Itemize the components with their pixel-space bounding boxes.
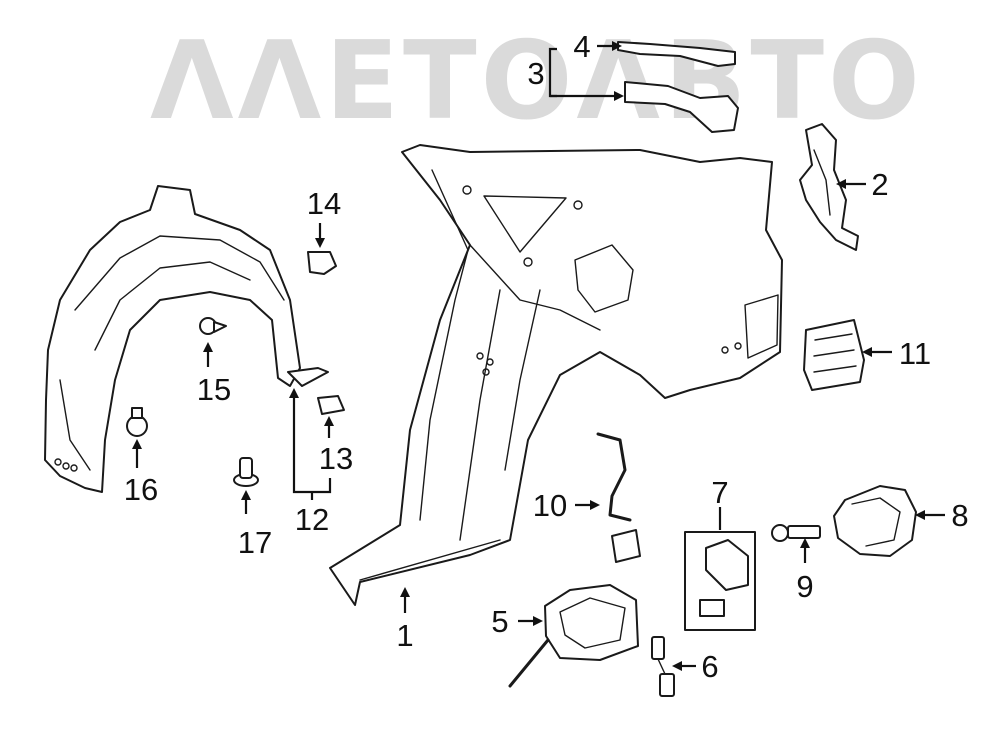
fuel-housing-part-5[interactable] bbox=[508, 584, 639, 688]
callout-1: 1 bbox=[396, 618, 413, 653]
bracket-part-2[interactable] bbox=[799, 123, 859, 251]
bolt-part-16[interactable] bbox=[126, 407, 148, 437]
callout-9: 9 bbox=[796, 569, 813, 604]
kit-box-part-7[interactable] bbox=[684, 531, 756, 631]
screw-part-15[interactable] bbox=[199, 317, 227, 335]
callout-7: 7 bbox=[711, 475, 728, 510]
watermark-text: ΛΛΕΤΟΛΒΤΟ bbox=[150, 19, 924, 144]
callout-14: 14 bbox=[307, 186, 341, 221]
callout-10: 10 bbox=[533, 488, 567, 523]
reinforcement-part-3[interactable] bbox=[624, 81, 739, 133]
harness-part-10[interactable] bbox=[596, 432, 641, 563]
callout-8: 8 bbox=[951, 498, 968, 533]
callout-13: 13 bbox=[319, 441, 353, 476]
clip-part-17[interactable] bbox=[233, 457, 259, 487]
callout-12: 12 bbox=[295, 502, 329, 537]
bolt-part-9[interactable] bbox=[771, 524, 821, 542]
cover-part-11[interactable] bbox=[803, 319, 865, 391]
watermark-logo: ΛΛΕΤΟΛΒΤΟ bbox=[150, 19, 924, 144]
callout-15: 15 bbox=[197, 372, 231, 407]
callout-3: 3 bbox=[527, 56, 544, 91]
clip-part-13[interactable] bbox=[317, 395, 345, 415]
leader-lines bbox=[132, 41, 945, 671]
callout-16: 16 bbox=[124, 472, 158, 507]
clip-part-14[interactable] bbox=[307, 251, 337, 275]
reinforcement-part-4[interactable] bbox=[617, 41, 736, 67]
callout-labels: 1 2 3 4 5 6 7 8 9 10 11 12 13 14 15 16 1… bbox=[124, 29, 969, 684]
wheel-liner-part[interactable] bbox=[44, 185, 329, 493]
callout-5: 5 bbox=[491, 604, 508, 639]
callout-17: 17 bbox=[238, 525, 272, 560]
callout-6: 6 bbox=[701, 649, 718, 684]
fuel-door-part-8[interactable] bbox=[833, 485, 917, 557]
quarter-panel-part[interactable] bbox=[329, 144, 783, 606]
cable-part-6[interactable] bbox=[651, 636, 675, 697]
callout-2: 2 bbox=[871, 167, 888, 202]
callout-4: 4 bbox=[573, 29, 590, 64]
callout-11: 11 bbox=[899, 336, 931, 371]
